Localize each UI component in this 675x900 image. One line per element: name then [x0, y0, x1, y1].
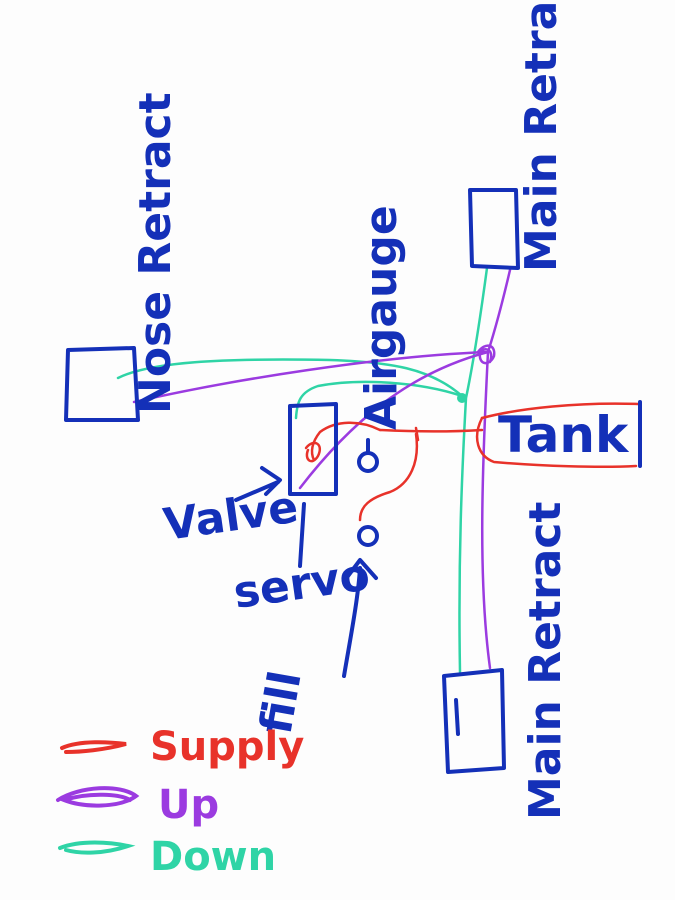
fill-arrow-shaft: [342, 566, 362, 678]
down-line-valve: [294, 380, 464, 420]
supply-line-tank: [378, 428, 484, 433]
legend-down-swatch: [58, 840, 136, 855]
valve-arrow-head: [260, 466, 282, 496]
legend-supply-swatch: [60, 740, 127, 754]
supply-line-to-fill: [358, 432, 419, 522]
legend-up-label: Up: [158, 782, 219, 828]
up-line-to-bottom-main: [481, 350, 492, 670]
up-line-nose: [132, 350, 490, 404]
main-retract-bottom-label: Main Retract: [520, 502, 571, 820]
legend-up-swatch: [56, 786, 140, 808]
legend-down-label: Down: [150, 834, 276, 880]
component-shapes: [64, 188, 642, 774]
valve-arrow-shaft: [234, 480, 280, 502]
legend-down: Down: [58, 834, 276, 880]
down-junction: [457, 393, 467, 403]
up-line-valve: [298, 350, 490, 490]
valve-label: Valve: [160, 482, 301, 551]
valve-box: [288, 402, 338, 496]
nose-retract-label: Nose Retract: [130, 92, 181, 414]
legend-up: Up: [56, 782, 219, 828]
supply-line-tank-outline: [480, 402, 640, 420]
supply-line-to-valve: [310, 421, 382, 462]
servo-label: servo: [230, 549, 372, 619]
supply-tee-mark: [414, 426, 420, 442]
main-retract-top-label: Main Retract: [516, 0, 567, 272]
supply-valve-scribble: [304, 441, 322, 463]
main-retract-top-box: [468, 188, 520, 270]
legend-supply-label: Supply: [150, 724, 304, 770]
tank-outline: [475, 416, 638, 469]
tank-label: Tank: [498, 406, 630, 464]
airgauge-label: Airgauge: [356, 205, 407, 430]
nose-retract-box: [64, 346, 140, 422]
supply-lines: [304, 402, 640, 522]
down-lines: [116, 266, 489, 674]
main-retract-bottom-mark: [454, 698, 460, 736]
fill-arrow-head: [346, 558, 378, 580]
servo-rod: [298, 502, 306, 568]
up-junction-scribble: [476, 344, 496, 365]
legend: Supply Up Down: [56, 724, 304, 880]
down-line-vertical: [458, 266, 489, 674]
fill-label: fill: [251, 667, 312, 738]
up-line-to-top-main: [486, 268, 512, 354]
main-retract-bottom-box: [442, 668, 506, 774]
airgauge-icon: [357, 451, 379, 473]
fill-valve-icon: [357, 525, 379, 547]
up-lines: [132, 268, 512, 670]
down-line-nose: [116, 358, 464, 398]
legend-supply: Supply: [60, 724, 304, 770]
